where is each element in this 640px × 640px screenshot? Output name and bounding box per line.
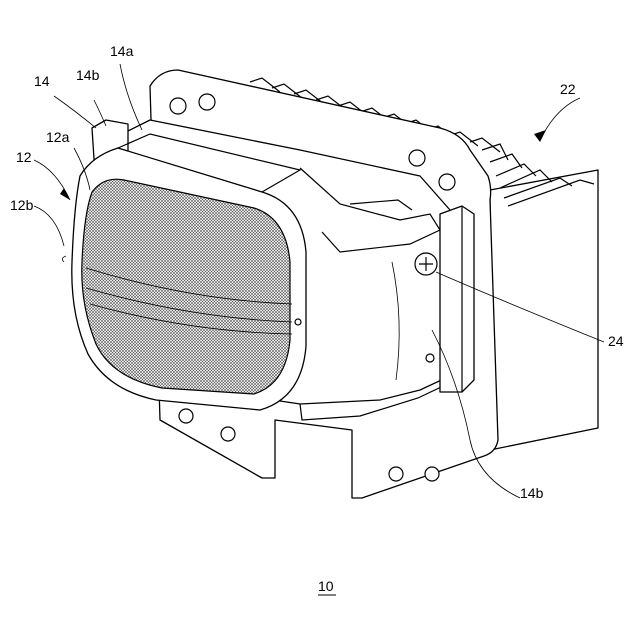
mounting-hole-6 [221, 427, 235, 441]
label-12a: 12a [46, 129, 70, 145]
small-hole [426, 354, 434, 362]
figure-number: 10 [318, 578, 334, 594]
side-bracket-right [440, 206, 474, 392]
mounting-hole-1 [170, 98, 186, 114]
label-12: 12 [16, 149, 32, 165]
mounting-hole-5 [179, 409, 193, 423]
label-14: 14 [34, 73, 50, 89]
label-12b: 12b [10, 197, 34, 213]
mounting-hole-3 [409, 150, 425, 166]
mounting-hole-7 [389, 467, 403, 481]
screw [415, 253, 437, 275]
label-14b-bottom: 14b [520, 485, 544, 501]
label-14b-top: 14b [76, 67, 100, 83]
label-24: 24 [608, 333, 624, 349]
mounting-hole-4 [439, 174, 455, 190]
label-14a: 14a [110, 43, 134, 59]
mounting-hole-2 [199, 94, 215, 110]
label-22: 22 [560, 81, 576, 97]
mounting-hole-8 [425, 467, 439, 481]
